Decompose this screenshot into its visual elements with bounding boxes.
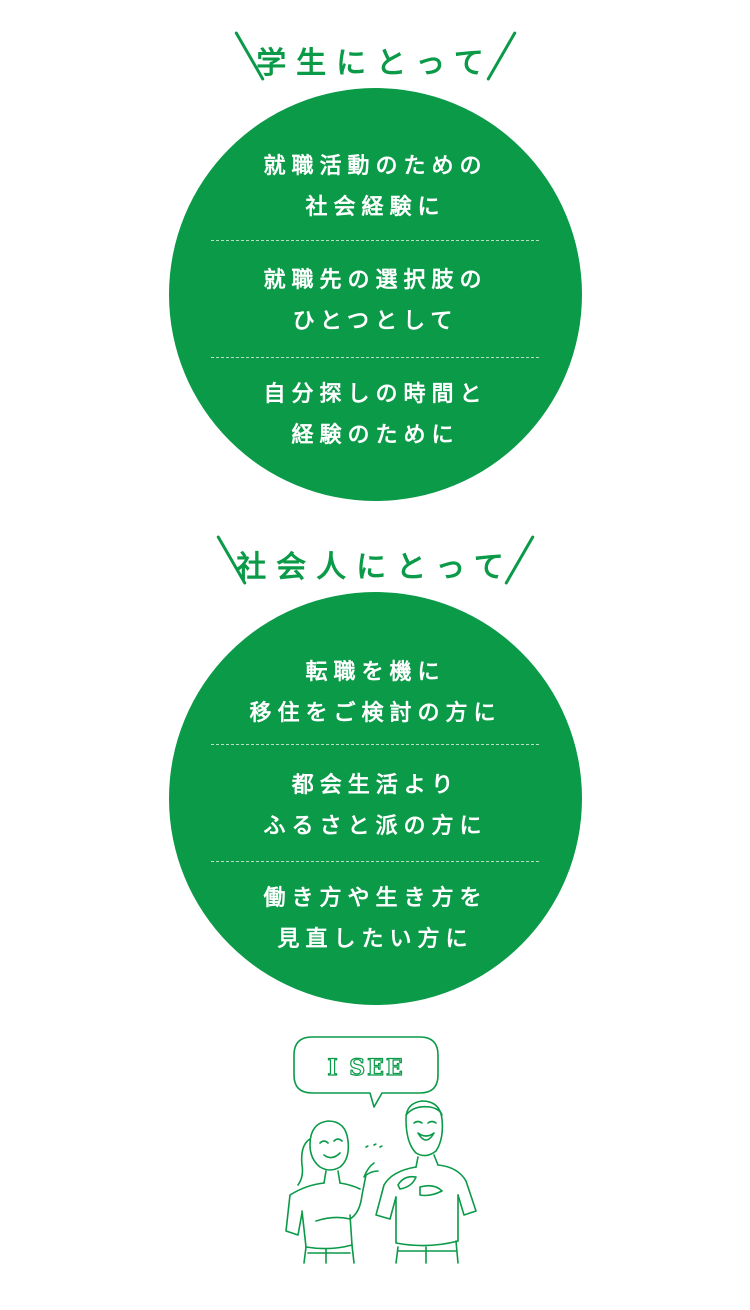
- workers-item-3-line1: 働き方や生き方を: [263, 886, 488, 911]
- people-conversation-illustration: I SEE: [285, 1036, 477, 1264]
- students-item-2: 就職先の選択肢の ひとつとして: [169, 260, 582, 342]
- students-item-1: 就職活動のための 社会経験に: [169, 146, 582, 228]
- workers-item-3-line2: 見直したい方に: [277, 927, 474, 952]
- workers-item-1-line2: 移住をご検討の方に: [249, 701, 502, 726]
- woman-figure-icon: [285, 1120, 379, 1264]
- workers-item-1-line1: 転職を機に: [305, 660, 446, 685]
- students-divider-1: [211, 240, 539, 241]
- workers-divider-1: [211, 744, 539, 745]
- students-heading-text: 学生にとって: [256, 46, 494, 81]
- speech-bubble-icon: [293, 1036, 439, 1108]
- workers-item-2: 都会生活より ふるさと派の方に: [169, 765, 582, 847]
- workers-item-2-line1: 都会生活より: [291, 773, 460, 798]
- students-divider-2: [211, 357, 539, 358]
- students-item-3-line2: 経験のために: [291, 423, 460, 448]
- students-item-3: 自分探しの時間と 経験のために: [169, 374, 582, 456]
- workers-circle: 転職を機に 移住をご検討の方に 都会生活より ふるさと派の方に 働き方や生き方を…: [169, 592, 582, 1005]
- students-item-1-line2: 社会経験に: [305, 195, 446, 220]
- students-item-2-line2: ひとつとして: [292, 309, 459, 334]
- workers-item-3: 働き方や生き方を 見直したい方に: [169, 878, 582, 960]
- workers-heading: 社会人にとって: [0, 542, 750, 586]
- students-item-1-line1: 就職活動のための: [263, 154, 488, 179]
- man-figure-icon: [375, 1100, 477, 1264]
- speech-bubble-text: I SEE: [327, 1055, 404, 1081]
- workers-divider-2: [211, 861, 539, 862]
- students-heading: 学生にとって: [0, 38, 750, 82]
- students-item-3-line1: 自分探しの時間と: [263, 382, 488, 407]
- workers-item-1: 転職を機に 移住をご検討の方に: [169, 652, 582, 734]
- students-item-2-line1: 就職先の選択肢の: [263, 268, 488, 293]
- workers-heading-text: 社会人にとって: [236, 550, 514, 585]
- students-circle: 就職活動のための 社会経験に 就職先の選択肢の ひとつとして 自分探しの時間と …: [169, 88, 582, 501]
- workers-item-2-line2: ふるさと派の方に: [263, 814, 488, 839]
